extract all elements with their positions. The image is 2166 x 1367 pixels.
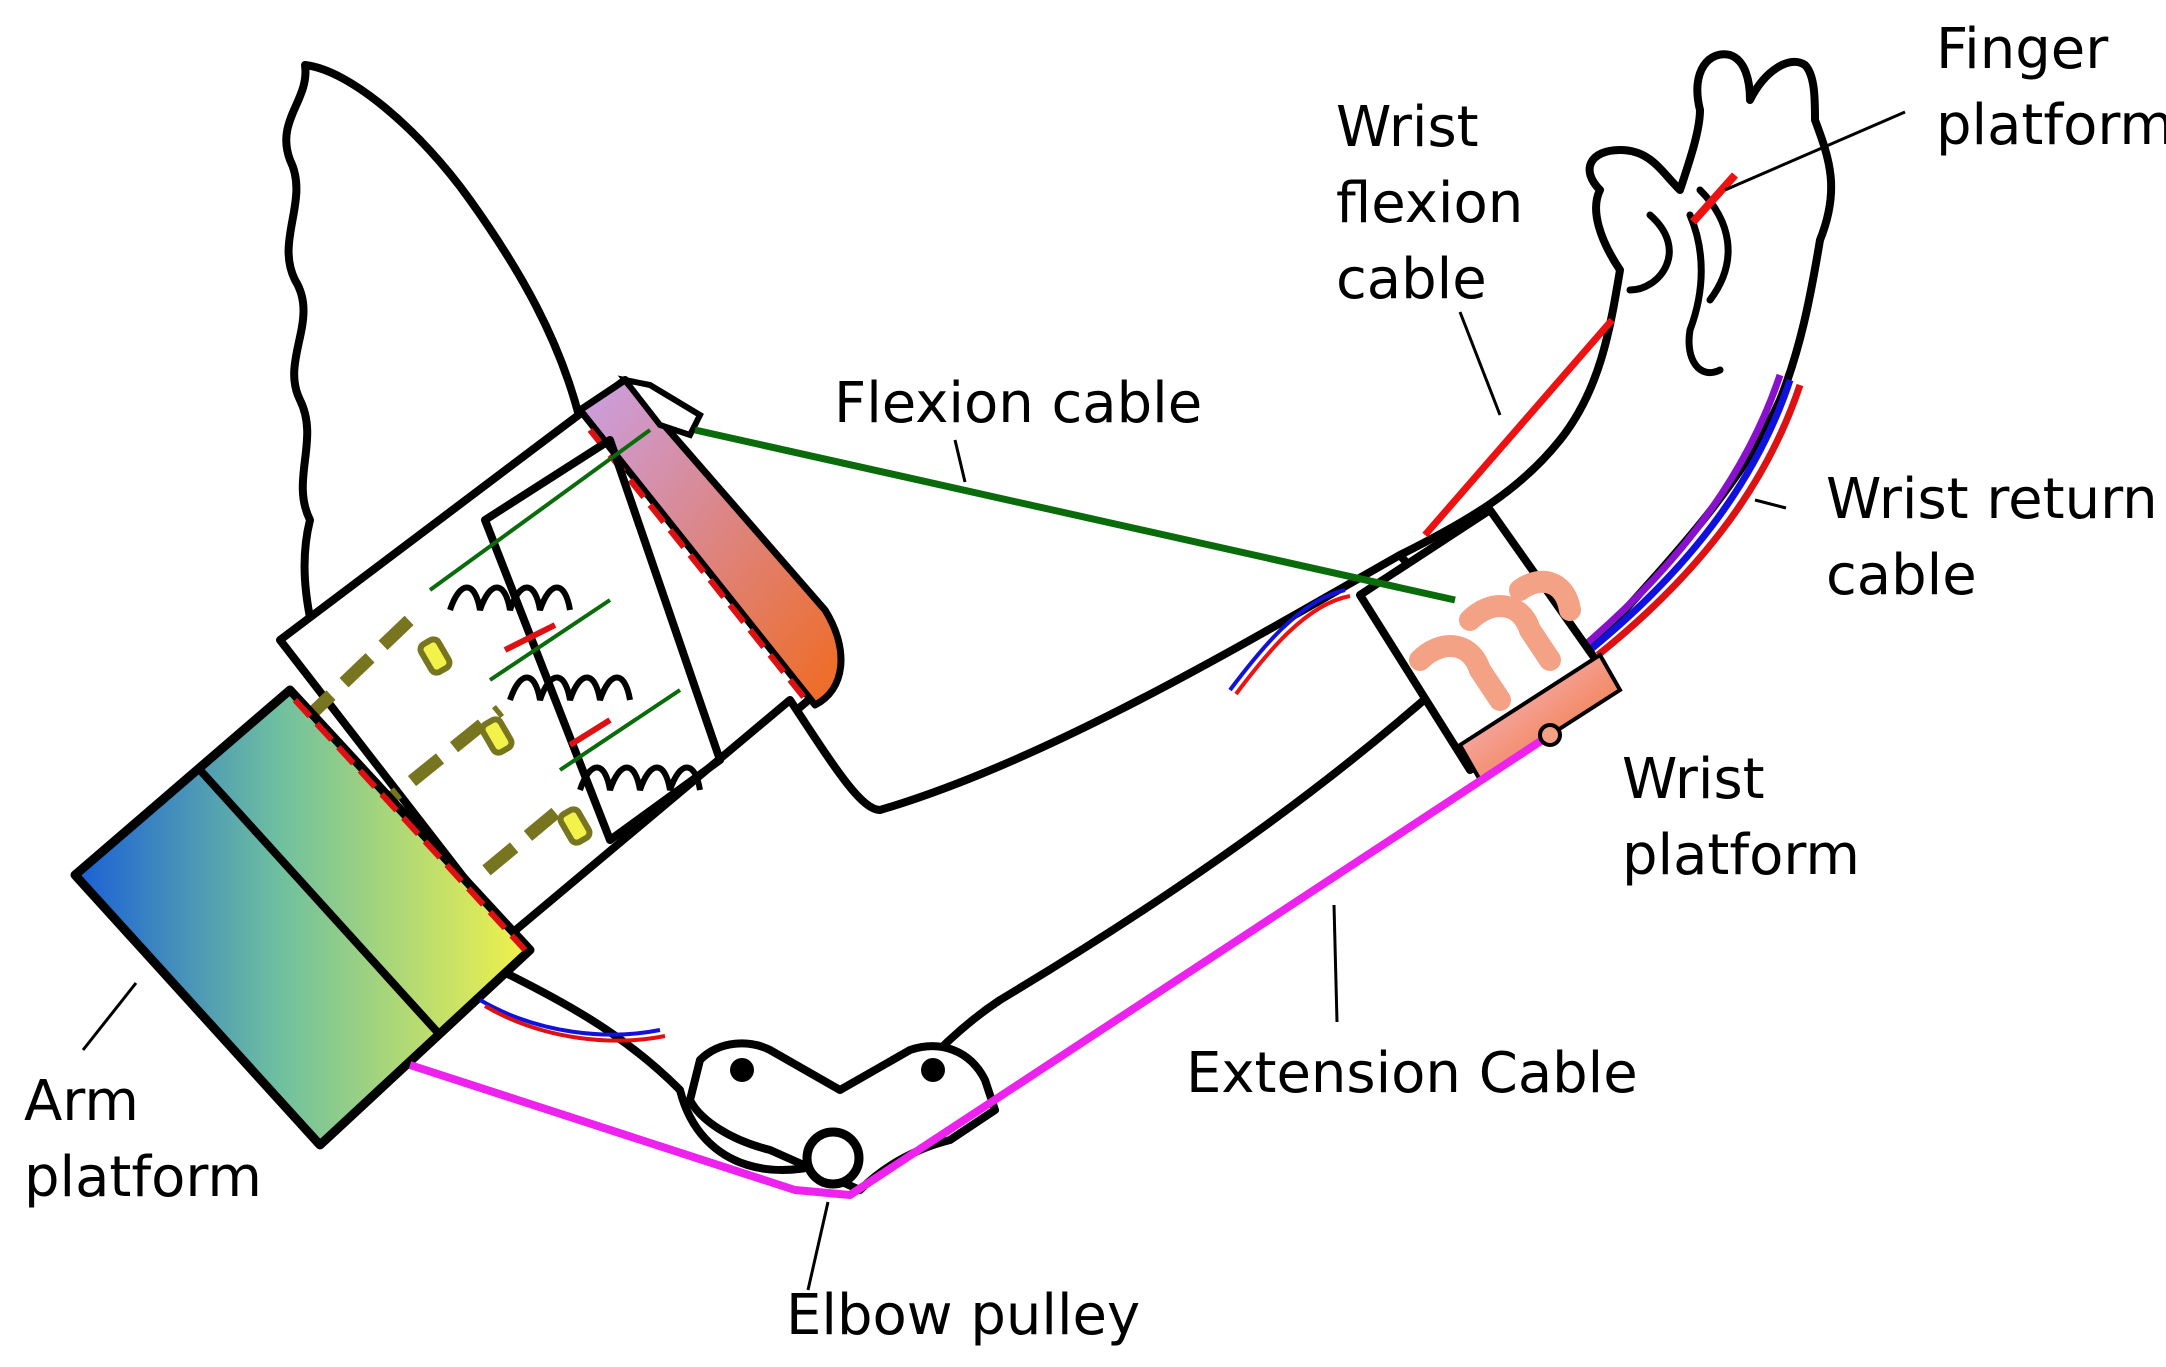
torso-outline [282,61,584,644]
arm-platform [70,685,535,1150]
elbow-plate [686,1039,999,1194]
flexion-cable-line [694,426,1456,604]
forearm-outline [476,551,1484,1174]
extension-cable-line [408,731,1553,1199]
wrist-flexion-cable-line [1422,317,1615,538]
elbow-pulley [802,1127,864,1189]
label-extension-cable: Extension Cable [1186,1041,1638,1106]
label-wrist-return-cable: Wrist return cable [1826,467,2158,608]
upper-pad-knob [617,375,704,439]
finger-curl-2 [1685,211,1724,376]
finger-curl-3 [1626,211,1673,294]
wrist-platform-plate [1457,652,1623,783]
label-wrist-flexion-cable: Wrist flexion cable [1336,95,1524,312]
hand-outline [1396,50,1836,664]
label-arm-platform: Arm platform [24,1069,262,1210]
elbow-bolt-left [730,1058,754,1082]
label-finger-platform: Finger platform [1936,17,2166,158]
finger-red-segment [1690,172,1738,225]
label-elbow-pulley: Elbow pulley [786,1283,1141,1348]
leader-lines [81,110,1906,1291]
dashed-link-pins [417,636,593,846]
label-wrist-platform: Wrist platform [1622,747,1860,888]
label-flexion-cable: Flexion cable [834,371,1203,436]
spring-box [481,436,724,844]
upper-arm-pad [576,376,845,709]
wrist-return-cable-bundle [1587,378,1794,653]
elbow-bolt-right [921,1058,945,1082]
springs [447,584,703,792]
wrist-small-cables [1228,588,1346,692]
wrist-platform-fingers [1409,570,1581,711]
